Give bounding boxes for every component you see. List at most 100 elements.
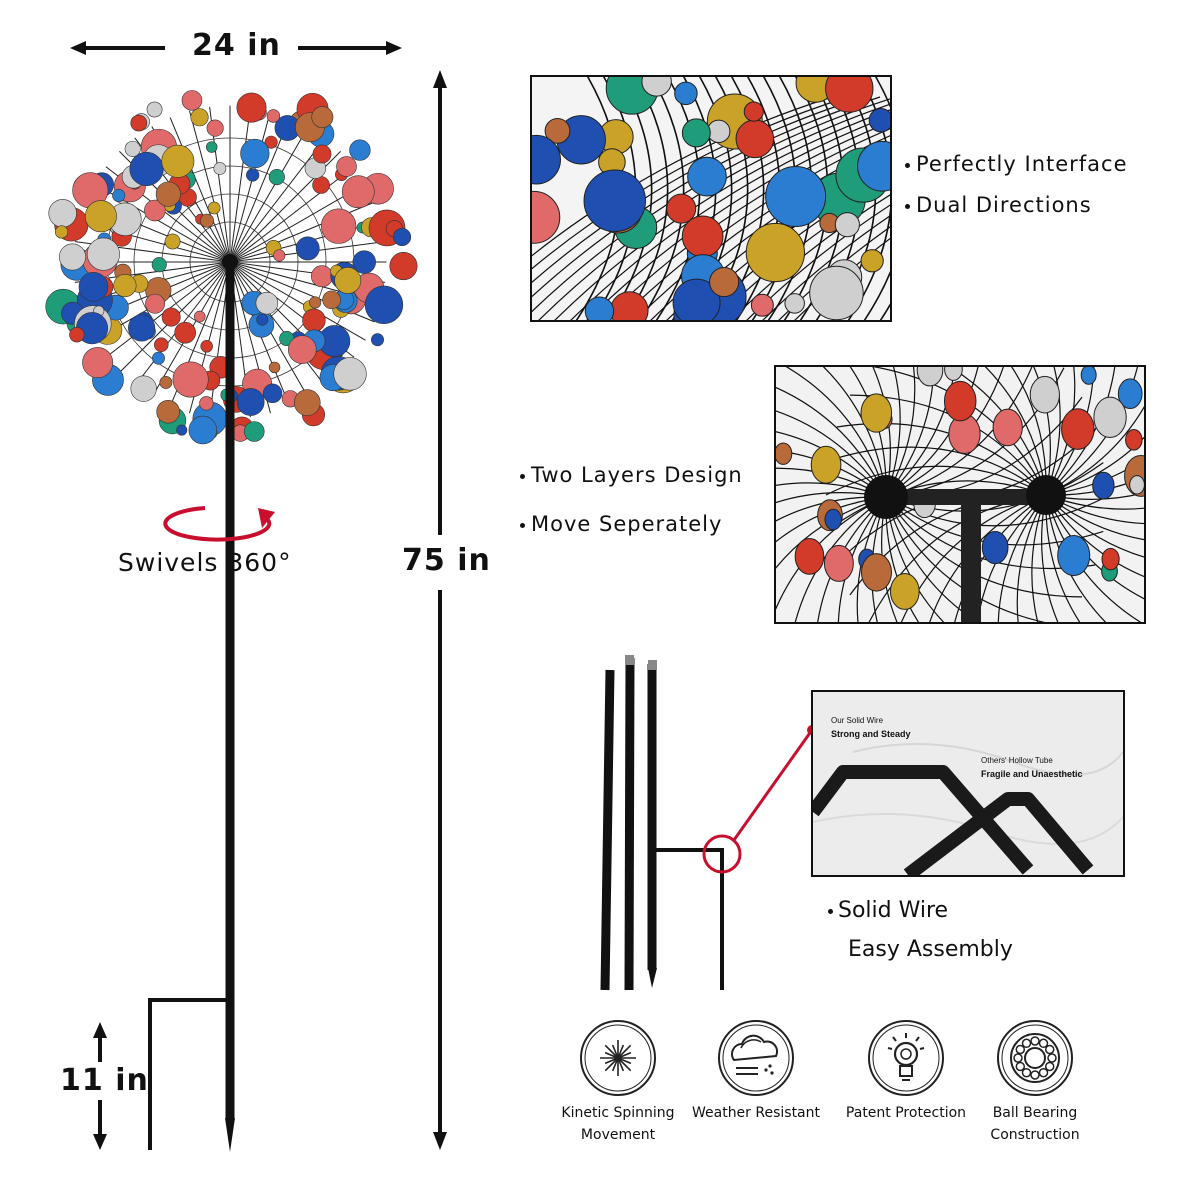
disc [1125, 429, 1143, 451]
disc [256, 313, 269, 326]
disc [810, 445, 842, 484]
disc [156, 399, 180, 424]
disc [681, 118, 711, 148]
disc [262, 383, 283, 404]
disc [130, 375, 157, 402]
stake-arrow [93, 1022, 107, 1150]
disc [82, 347, 114, 379]
disc [188, 415, 218, 445]
disc [349, 139, 371, 161]
disc [322, 290, 341, 310]
disc [302, 308, 326, 333]
disc [293, 389, 321, 416]
disc [641, 77, 672, 97]
disc [181, 90, 203, 111]
disc [124, 140, 141, 157]
disc [823, 544, 854, 582]
icon-label: Patent Protection [845, 1105, 967, 1121]
disc [129, 151, 164, 187]
disc [320, 208, 357, 244]
disc [236, 92, 267, 123]
disc [154, 337, 169, 353]
disc [78, 272, 109, 302]
disc [687, 156, 727, 197]
feature-group-2: Two Layers Design Move Seperately [520, 463, 743, 536]
feature-bullet: Move Seperately [520, 512, 743, 536]
disc [1057, 535, 1091, 577]
wire-highlight-circle [702, 834, 742, 874]
disc [69, 327, 85, 343]
disc [176, 424, 188, 436]
disc [312, 176, 330, 194]
feature-bullet: Two Layers Design [520, 463, 743, 487]
disc [146, 101, 163, 118]
disc [1029, 375, 1060, 414]
disc [672, 278, 721, 320]
disc [159, 376, 173, 389]
disc [544, 118, 571, 144]
disc [266, 109, 281, 123]
wire-comparison-image [813, 692, 1123, 875]
starburst-icon [580, 1020, 656, 1096]
disc [1061, 408, 1095, 450]
disc [776, 442, 793, 465]
lightbulb-icon [868, 1020, 944, 1096]
disc [583, 169, 647, 233]
disc [206, 141, 218, 153]
height-arrow [433, 70, 447, 1150]
disc [311, 265, 333, 288]
disc [857, 140, 890, 192]
disc [246, 168, 260, 182]
disc [86, 237, 120, 271]
disc [706, 119, 731, 144]
disc [860, 249, 884, 273]
disc [765, 166, 827, 228]
disc [825, 77, 874, 113]
icon-card-weather: Weather Resistant [686, 1018, 826, 1124]
pole-tip [225, 1118, 235, 1152]
disc [199, 396, 214, 411]
disc [268, 168, 285, 186]
feature-text: Dual Directions [916, 193, 1092, 217]
disc [309, 296, 322, 309]
disc [172, 361, 209, 398]
disc [750, 293, 774, 317]
disc [273, 249, 286, 262]
feature-bullet: Dual Directions [905, 193, 1128, 217]
disc [584, 296, 615, 320]
disc [128, 314, 156, 342]
disc [809, 265, 864, 320]
disc [371, 333, 384, 347]
disc [311, 106, 334, 129]
disc [155, 181, 181, 207]
disc [364, 285, 404, 324]
ours-title: Our Solid Wire [831, 716, 884, 725]
disc [236, 388, 265, 416]
others-desc: Fragile and Unaesthetic [981, 769, 1083, 779]
disc [666, 193, 697, 224]
disc [944, 367, 963, 381]
stake-height-label: 11 in [60, 1063, 149, 1098]
disc [312, 144, 332, 164]
spinner-head [45, 90, 418, 445]
disc [161, 144, 195, 178]
disc [868, 107, 890, 133]
disc [264, 135, 278, 149]
disc [532, 134, 561, 185]
disc [55, 225, 69, 239]
disc [743, 101, 764, 122]
disc [1129, 475, 1144, 495]
disc [1080, 367, 1097, 385]
swivel-label: Swivels 360° [118, 548, 292, 577]
disc [674, 81, 698, 106]
disc [1092, 471, 1115, 500]
others-title: Others' Hollow Tube [981, 756, 1053, 765]
disc [389, 252, 418, 281]
disc [145, 293, 166, 314]
disc [164, 233, 181, 250]
ours-desc: Strong and Steady [831, 729, 911, 739]
cloud-weather-icon [718, 1020, 794, 1096]
disc [84, 200, 117, 233]
